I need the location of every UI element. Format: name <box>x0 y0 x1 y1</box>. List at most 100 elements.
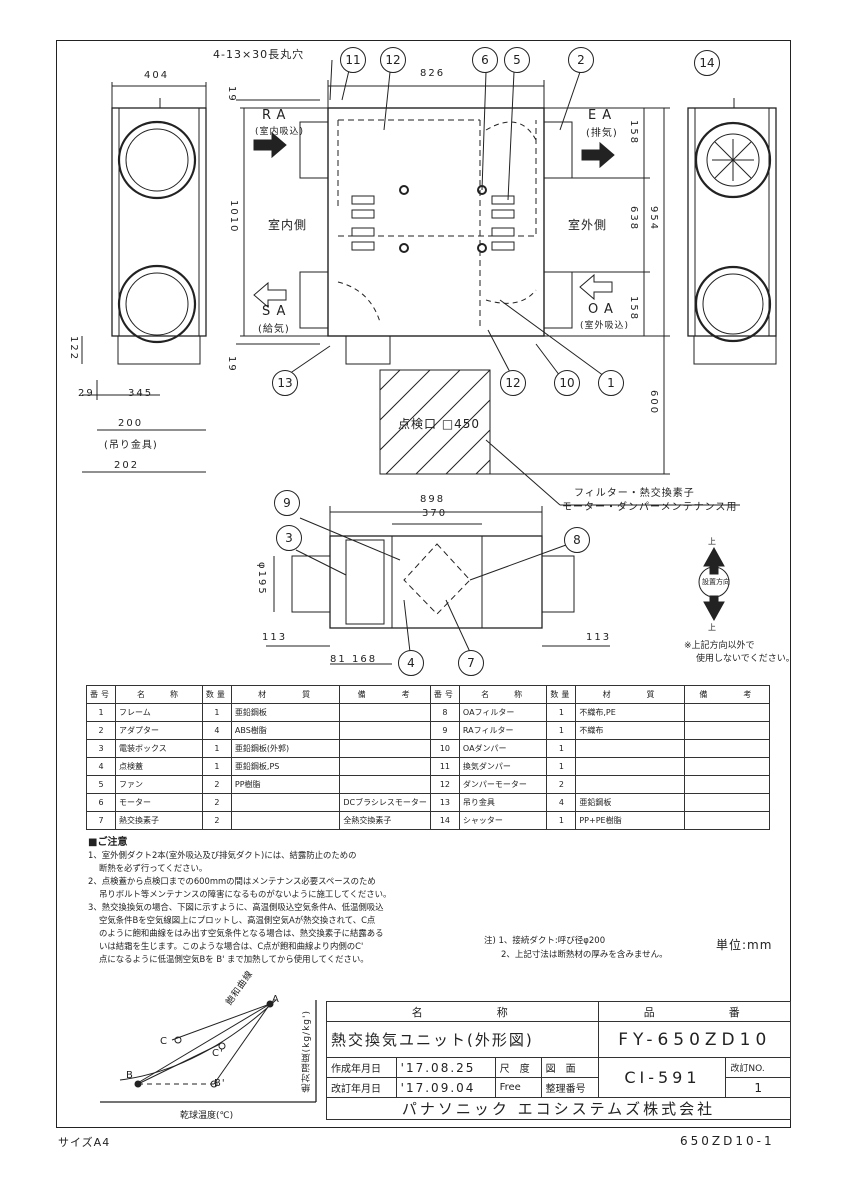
table-cell: 吊り金具 <box>458 793 548 812</box>
install-note-1: ※上記方向以外で <box>684 641 755 651</box>
dim-81: 81 <box>330 654 347 665</box>
note-line: 吊りボルト等メンテナンスの障害になるものがないように施工してください。 <box>88 889 392 899</box>
point-b-label: B <box>126 1070 134 1081</box>
table-cell <box>339 739 431 758</box>
note-line: 断熱を必ず行ってください。 <box>88 863 208 873</box>
note-line: のように飽和曲線をはみ出す空気条件となる場合は、熱交換素子に結露ある <box>88 928 384 938</box>
note-line: 2、点検蓋から点検口までの600mmの間はメンテナンス必要スペースのため <box>88 876 376 886</box>
table-cell <box>339 757 431 776</box>
table-cell: PP樹脂 <box>230 775 341 794</box>
table-cell: 11 <box>429 757 460 776</box>
name-header: 名 称 <box>325 1001 600 1022</box>
dim-phi195: φ195 <box>256 562 267 596</box>
table-cell: 12 <box>429 775 460 794</box>
table-cell: 点検蓋 <box>115 757 203 776</box>
table-cell: 1 <box>201 739 232 758</box>
header-cell: 数量 <box>201 685 232 704</box>
dim-826: 826 <box>420 68 446 79</box>
table-cell: 換気ダンパー <box>458 757 548 776</box>
table-cell: 不織布,PE <box>575 703 685 722</box>
dim-370: 370 <box>422 508 448 519</box>
inspection-port-label: 点検口 □450 <box>398 417 481 431</box>
point-c-prime-label: C' <box>212 1048 224 1059</box>
dim-19-top: 19 <box>226 86 237 103</box>
dim-638: 638 <box>628 206 639 232</box>
scale-label: 尺 度 <box>494 1057 542 1078</box>
dim-168: 168 <box>352 654 378 665</box>
ra-label: RA <box>262 108 292 123</box>
callout-4: 4 <box>398 650 424 676</box>
dim-158-top: 158 <box>628 120 639 146</box>
callout-1: 1 <box>598 370 624 396</box>
note-line: 空気条件Bを空気線図上にプロットし、高温側空気Aが熱交換されて、C点 <box>88 915 376 925</box>
table-cell <box>683 811 771 830</box>
table-cell: ABS樹脂 <box>230 721 341 740</box>
table-cell <box>683 721 771 740</box>
title-block: 名 称 品 番 熱交換気ユニット(外形図) FY-650ZD10 作成年月日 '… <box>325 1001 791 1120</box>
table-cell <box>339 703 431 722</box>
dim-29: 29 <box>78 388 95 399</box>
scale-value: Free <box>494 1077 542 1098</box>
callout-12: 12 <box>380 47 406 73</box>
dim-1010: 1010 <box>228 200 239 234</box>
table-cell: 1 <box>546 757 577 776</box>
table-cell: 13 <box>429 793 460 812</box>
table-cell: 6 <box>86 793 116 812</box>
revision-label: 改訂NO. <box>725 1057 791 1078</box>
number-header: 品 番 <box>598 1001 791 1022</box>
table-cell: 1 <box>201 757 232 776</box>
document-code: 650ZD10-1 <box>680 1134 775 1148</box>
table-cell: 亜鉛鋼板 <box>575 793 685 812</box>
point-c-label: C <box>160 1036 168 1047</box>
paper-size: サイズA4 <box>58 1136 111 1149</box>
maintenance-label-1: フィルター・熱交換素子 <box>574 488 695 499</box>
table-cell: 3 <box>86 739 116 758</box>
drawing-name: 熱交換気ユニット(外形図) <box>325 1021 600 1058</box>
table-cell: ファン <box>115 775 203 794</box>
table-cell: 全熱交換素子 <box>339 811 431 830</box>
table-cell: 1 <box>201 703 232 722</box>
callout-6: 6 <box>472 47 498 73</box>
ea-sub-label: (排気) <box>586 128 618 139</box>
table-cell: 1 <box>86 703 116 722</box>
revised-label: 改訂年月日 <box>326 1077 397 1098</box>
header-cell: 番号 <box>86 685 116 704</box>
dim-113-left: 113 <box>262 632 288 643</box>
drawing-frame <box>56 40 791 1128</box>
table-cell: 亜鉛鋼板 <box>230 703 341 722</box>
drawing-label-2: 整理番号 <box>540 1077 600 1098</box>
indoor-side-label: 室内側 <box>268 218 308 232</box>
header-cell: 数量 <box>546 685 577 704</box>
callout-9: 9 <box>274 490 300 516</box>
oa-label: OA <box>588 302 619 317</box>
table-cell: モーター <box>115 793 203 812</box>
model-number: FY-650ZD10 <box>598 1021 791 1058</box>
outdoor-side-label: 室外側 <box>568 218 608 232</box>
maintenance-label-2: モーター・ダンパーメンテナンス用 <box>562 502 738 513</box>
right-side-view <box>687 98 777 365</box>
table-cell <box>683 775 771 794</box>
table-cell: 1 <box>546 739 577 758</box>
up-label-bottom: 上 <box>708 623 717 632</box>
oa-sub-label: (室外吸込) <box>580 321 630 331</box>
table-cell: 2 <box>86 721 116 740</box>
table-cell: 1 <box>546 703 577 722</box>
table-cell: PP+PE樹脂 <box>575 811 685 830</box>
callout-5: 5 <box>504 47 530 73</box>
callout-10: 10 <box>554 370 580 396</box>
callout-11: 11 <box>340 47 366 73</box>
point-a-label: A <box>272 994 280 1005</box>
table-cell <box>683 739 771 758</box>
table-cell: 2 <box>546 775 577 794</box>
table-cell: 2 <box>201 775 232 794</box>
table-cell <box>575 739 685 758</box>
table-cell: 4 <box>201 721 232 740</box>
table-cell: 9 <box>429 721 460 740</box>
dim-954: 954 <box>648 206 659 232</box>
slot-label: 4-13×30長丸穴 <box>213 48 305 61</box>
callout-14: 14 <box>694 50 720 76</box>
dim-158-bottom: 158 <box>628 296 639 322</box>
dim-345: 345 <box>128 388 154 399</box>
